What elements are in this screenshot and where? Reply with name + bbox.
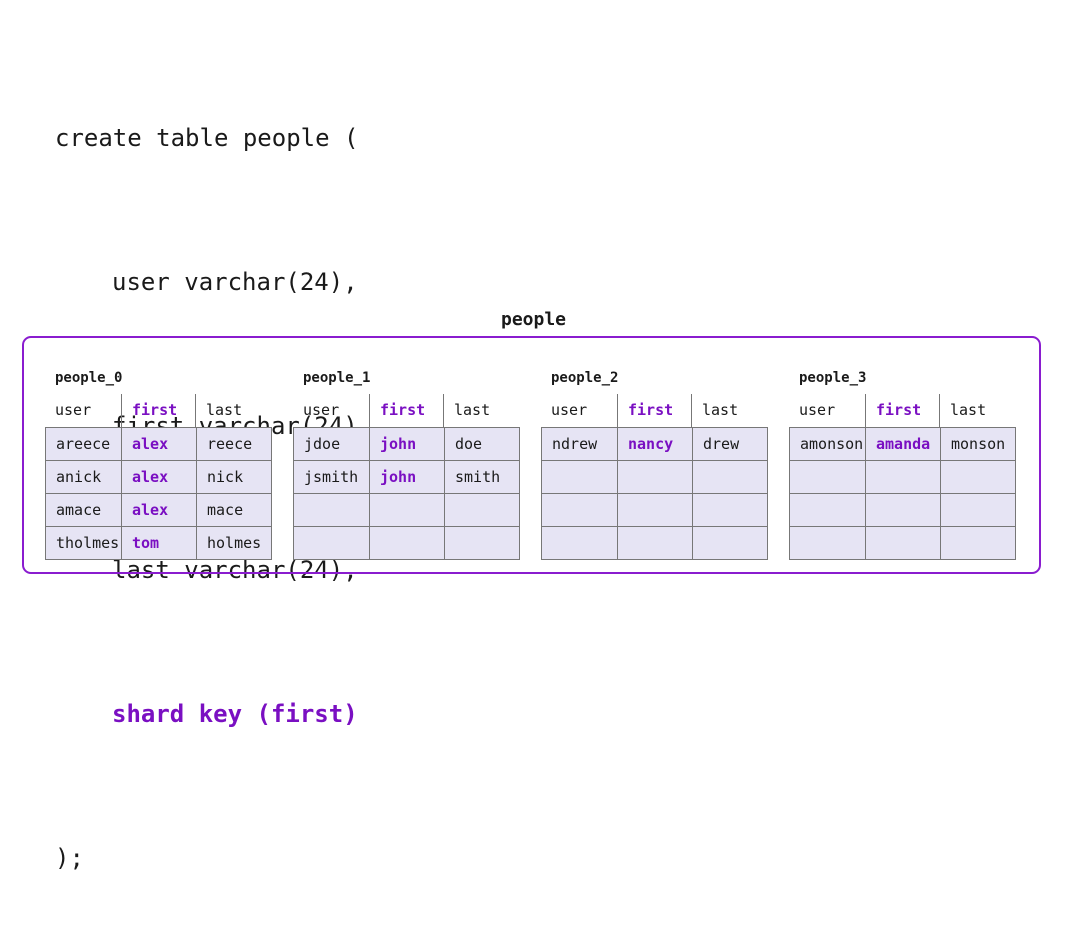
table-row <box>790 460 1015 493</box>
cell-first <box>865 461 940 493</box>
cell-last: nick <box>196 461 271 493</box>
cell-last <box>444 494 519 526</box>
table-row: anick alex nick <box>46 460 271 493</box>
column-header-first: first <box>369 394 444 427</box>
cell-user: jsmith <box>304 468 359 486</box>
cell-user: tholmes <box>56 534 120 552</box>
cell-last: mace <box>196 494 271 526</box>
cell-first: john <box>369 461 444 493</box>
column-header-first: first <box>865 394 940 427</box>
table-row <box>294 493 519 526</box>
cell-first: alex <box>121 428 196 460</box>
shard-rows: ndrew nancy drew <box>541 427 768 560</box>
cell-last <box>692 494 767 526</box>
cell-user: areece <box>56 435 111 453</box>
table-row: areece alex reece <box>46 428 271 460</box>
cell-first <box>865 494 940 526</box>
code-line: last varchar(24), <box>112 556 358 584</box>
column-headers: user first last <box>45 394 272 427</box>
table-row: tholmes tom holmes <box>46 526 271 559</box>
shard-title: people_3 <box>799 370 867 386</box>
shard-people-2: people_2 user first last ndrew nancy dre… <box>541 368 768 560</box>
table-row <box>790 526 1015 559</box>
shard-rows: areece alex reece anick alex nick amace … <box>45 427 272 560</box>
cell-user <box>294 494 369 526</box>
cell-user <box>542 461 617 493</box>
code-line: user varchar(24), <box>112 268 358 296</box>
table-row <box>294 526 519 559</box>
table-row: amace alex mace <box>46 493 271 526</box>
column-header-last: last <box>206 401 243 419</box>
column-header-first: first <box>121 394 196 427</box>
cell-user <box>790 494 865 526</box>
cell-last <box>692 461 767 493</box>
code-line: ); <box>55 844 84 872</box>
column-header-last: last <box>950 401 987 419</box>
shard-rows: jdoe john doe jsmith john smith <box>293 427 520 560</box>
cell-first <box>369 494 444 526</box>
cell-last: drew <box>692 428 767 460</box>
cell-user <box>542 494 617 526</box>
table-row <box>790 493 1015 526</box>
cell-first <box>617 494 692 526</box>
table-row <box>542 493 767 526</box>
column-headers: user first last <box>293 394 520 427</box>
database-label: people <box>500 309 567 330</box>
cell-last <box>940 461 1015 493</box>
cell-last: holmes <box>196 527 271 559</box>
column-headers: user first last <box>789 394 1016 427</box>
column-header-user: user <box>303 401 340 419</box>
cell-last: doe <box>444 428 519 460</box>
shard-people-0: people_0 user first last areece alex ree… <box>45 368 272 560</box>
table-row: jdoe john doe <box>294 428 519 460</box>
cell-first: tom <box>121 527 196 559</box>
shard-people-3: people_3 user first last amonson amanda … <box>789 368 1016 560</box>
cell-first: alex <box>121 461 196 493</box>
table-row <box>542 460 767 493</box>
cell-user <box>542 527 617 559</box>
cell-user: amonson <box>800 435 864 453</box>
column-header-last: last <box>702 401 739 419</box>
cell-user: anick <box>56 468 102 486</box>
table-row: amonson amanda monson <box>790 428 1015 460</box>
cell-first <box>369 527 444 559</box>
column-header-last: last <box>454 401 491 419</box>
table-row: jsmith john smith <box>294 460 519 493</box>
column-header-user: user <box>799 401 836 419</box>
cell-first <box>617 527 692 559</box>
database-container: people_0 user first last areece alex ree… <box>22 336 1041 574</box>
cell-first: nancy <box>617 428 692 460</box>
cell-first: amanda <box>865 428 940 460</box>
table-row: ndrew nancy drew <box>542 428 767 460</box>
cell-user <box>790 461 865 493</box>
cell-last: smith <box>444 461 519 493</box>
cell-last <box>692 527 767 559</box>
cell-last: monson <box>940 428 1015 460</box>
cell-first <box>865 527 940 559</box>
shard-title: people_2 <box>551 370 619 386</box>
column-headers: user first last <box>541 394 768 427</box>
cell-first <box>617 461 692 493</box>
cell-first: john <box>369 428 444 460</box>
table-row <box>542 526 767 559</box>
cell-last <box>444 527 519 559</box>
column-header-user: user <box>551 401 588 419</box>
cell-first: alex <box>121 494 196 526</box>
cell-user: amace <box>56 501 102 519</box>
shard-title: people_1 <box>303 370 371 386</box>
shard-key-code-line: shard key (first) <box>112 700 358 728</box>
cell-user <box>790 527 865 559</box>
shard-people-1: people_1 user first last jdoe john doe j… <box>293 368 520 560</box>
cell-last <box>940 527 1015 559</box>
cell-user <box>294 527 369 559</box>
shard-rows: amonson amanda monson <box>789 427 1016 560</box>
cell-last: reece <box>196 428 271 460</box>
column-header-first: first <box>617 394 692 427</box>
cell-last <box>940 494 1015 526</box>
shard-title: people_0 <box>55 370 123 386</box>
code-line: create table people ( <box>55 124 359 152</box>
column-header-user: user <box>55 401 92 419</box>
cell-user: jdoe <box>304 435 341 453</box>
cell-user: ndrew <box>552 435 598 453</box>
